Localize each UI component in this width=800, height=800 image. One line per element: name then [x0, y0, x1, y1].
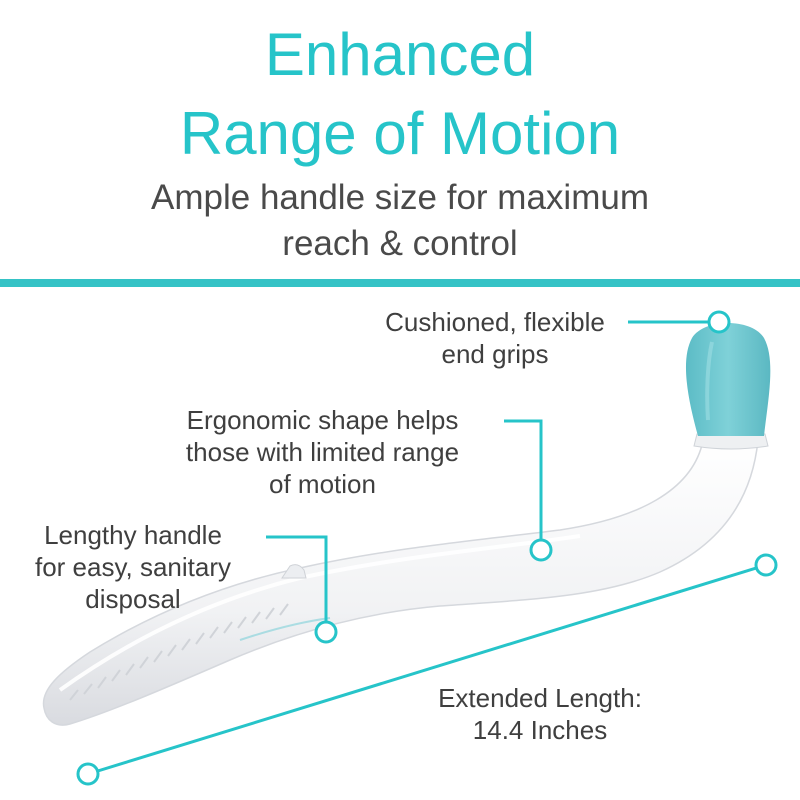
- callout-end-grips-line-2: end grips: [441, 339, 549, 369]
- length-start-dot: [76, 762, 100, 786]
- section-divider: [0, 279, 800, 287]
- end-grip: [685, 323, 771, 450]
- ergonomic-dot: [529, 538, 553, 562]
- lengthy-leader: [266, 535, 328, 622]
- subheadline-line-1: Ample handle size for maximum: [151, 178, 649, 217]
- callout-lengthy-line-1: Lengthy handle: [44, 520, 222, 550]
- lengthy-dot: [314, 620, 338, 644]
- callout-lengthy-handle: Lengthy handle for easy, sanitary dispos…: [8, 519, 258, 615]
- callout-ergonomic-line-1: Ergonomic shape helps: [186, 405, 459, 435]
- callout-length-line-1: Extended Length:: [438, 683, 642, 713]
- grip-ridges: [69, 603, 289, 701]
- end-grips-dot: [707, 310, 731, 334]
- callout-extended-length: Extended Length: 14.4 Inches: [390, 682, 690, 746]
- headline-line-2: Range of Motion: [179, 100, 621, 167]
- ergonomic-leader: [504, 419, 543, 540]
- callout-ergonomic-line-3: of motion: [269, 469, 376, 499]
- callout-end-grips: Cushioned, flexible end grips: [350, 306, 640, 370]
- callout-lengthy-line-3: disposal: [85, 584, 181, 614]
- callout-lengthy-line-2: for easy, sanitary: [34, 552, 232, 582]
- headline-line-1: Enhanced: [264, 21, 536, 88]
- length-end-dot: [754, 553, 778, 577]
- subheadline-line-2: reach & control: [282, 224, 518, 263]
- toilet-aid-handle: [42, 439, 759, 726]
- callout-ergonomic: Ergonomic shape helps those with limited…: [140, 404, 505, 500]
- callout-length-line-2: 14.4 Inches: [472, 715, 608, 745]
- callout-ergonomic-line-2: those with limited range: [185, 437, 460, 467]
- callout-end-grips-line-1: Cushioned, flexible: [385, 307, 605, 337]
- length-line: [87, 563, 767, 776]
